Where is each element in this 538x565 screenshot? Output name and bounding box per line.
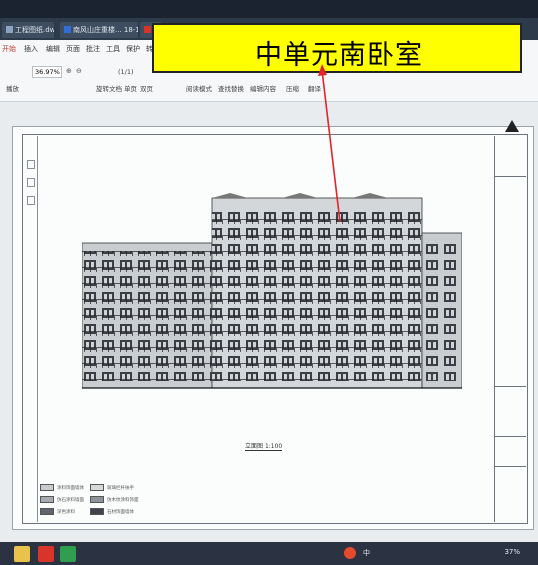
revision-box — [27, 160, 35, 169]
zoom-in-icon[interactable]: ⊕ — [66, 67, 72, 75]
title-block — [494, 136, 526, 522]
tool-rotate-document[interactable]: 旋转文档 — [96, 85, 122, 93]
document-tab-2[interactable]: 南风山庄重楼... 18-11 — [60, 22, 138, 38]
revision-box — [27, 196, 35, 205]
tab-label: 工程图纸.dwg — [15, 26, 54, 34]
legend-swatch — [90, 508, 104, 515]
revision-box — [27, 178, 35, 187]
legend-swatch — [90, 496, 104, 503]
tool-single-page[interactable]: 单页 — [124, 85, 137, 93]
menu-item-insert[interactable]: 插入 — [24, 45, 38, 53]
menu-item-annotate[interactable]: 批注 — [86, 45, 100, 53]
pdf-icon — [144, 26, 151, 33]
menu-item-protect[interactable]: 保护 — [126, 45, 140, 53]
menu-item-start[interactable]: 开始 — [2, 45, 16, 53]
zoom-out-icon[interactable]: ⊖ — [76, 67, 82, 75]
zoom-input[interactable]: 36.97% — [32, 66, 62, 78]
tool-read-mode[interactable]: 阅读模式 — [186, 85, 212, 93]
tool-translate[interactable]: 翻译 — [308, 85, 321, 93]
tool-find-replace[interactable]: 查找替换 — [218, 85, 244, 93]
drawing-title-text: 立面图 — [245, 443, 264, 450]
legend-swatch — [40, 484, 54, 491]
legend-swatch — [40, 508, 54, 515]
tab-label: 南风山庄重楼... 18-11 — [73, 26, 138, 34]
menu-item-edit[interactable]: 编辑 — [46, 45, 60, 53]
drawing-frame — [22, 134, 528, 524]
tool-edit-content[interactable]: 编辑内容 — [250, 85, 276, 93]
sogou-ime-icon[interactable] — [344, 547, 356, 559]
window-top-edge — [0, 0, 538, 18]
legend-label: 仿木纹涂料饰面 — [107, 498, 139, 503]
drawing-title: 立面图 1:100 — [245, 441, 283, 451]
tool-double-page[interactable]: 双页 — [140, 85, 153, 93]
drawing-scale: 1:100 — [264, 443, 283, 450]
zoom-status: 37% — [504, 548, 520, 556]
tool-compress[interactable]: 压缩 — [286, 85, 299, 93]
building-elevation — [82, 193, 462, 389]
legend-swatch — [90, 484, 104, 491]
document-icon — [6, 26, 13, 33]
taskbar: 中 37% — [0, 542, 538, 565]
page-indicator: (1/1) — [118, 68, 134, 76]
legend-label: 涂料饰面墙体 — [57, 486, 84, 491]
legend-label: 仿石涂料墙面 — [57, 498, 84, 503]
menu-item-page[interactable]: 页面 — [66, 45, 80, 53]
legend-label: 石材饰面墙体 — [107, 510, 134, 515]
document-tab-1[interactable]: 工程图纸.dwg — [2, 22, 54, 38]
wps-spreadsheet-icon[interactable] — [60, 546, 76, 562]
wps-writer-icon — [64, 26, 71, 33]
tool-play[interactable]: 播放 — [6, 85, 19, 93]
binding-strip — [24, 136, 38, 522]
legend-label: 玻璃栏杆扶手 — [107, 486, 134, 491]
material-legend: 涂料饰面墙体 仿石涂料墙面 深色涂料 玻璃栏杆扶手 仿木纹涂料饰面 石材饰面墙体 — [40, 476, 140, 526]
wps-writer-icon[interactable] — [38, 546, 54, 562]
file-explorer-icon[interactable] — [14, 546, 30, 562]
annotation-label: 中单元南卧室 — [255, 40, 423, 71]
menu-item-tools[interactable]: 工具 — [106, 45, 120, 53]
ime-mode-label[interactable]: 中 — [363, 549, 370, 557]
legend-swatch — [40, 496, 54, 503]
legend-label: 深色涂料 — [57, 510, 75, 515]
firm-logo — [505, 120, 519, 132]
annotation-callout: 中单元南卧室 — [152, 23, 522, 73]
